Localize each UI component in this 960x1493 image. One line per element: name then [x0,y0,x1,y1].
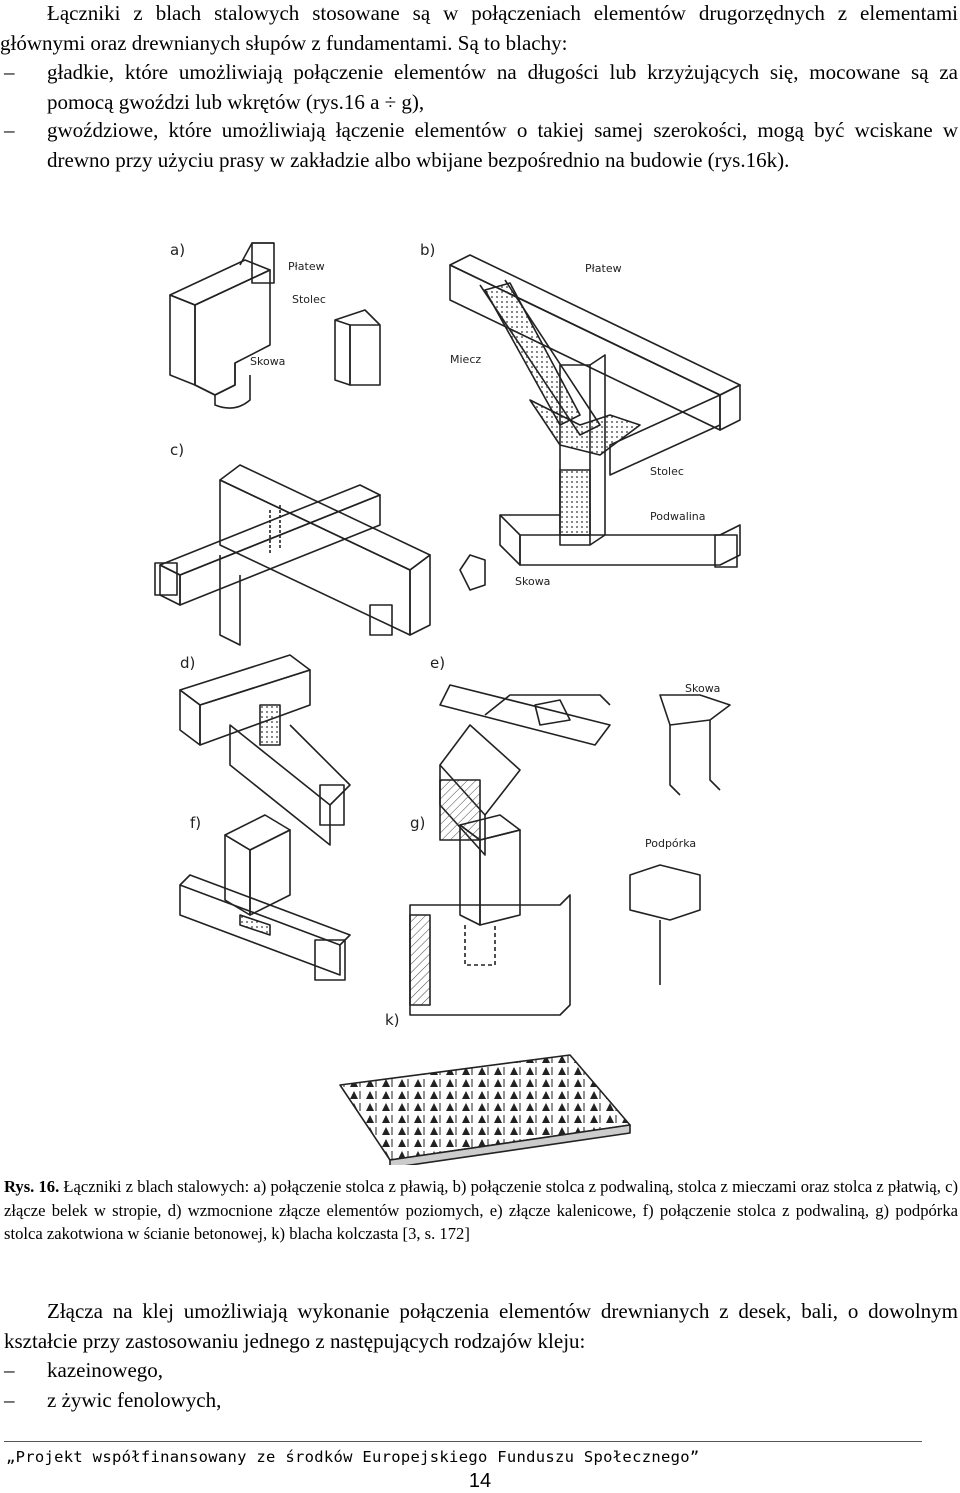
drawing-f [179,814,351,981]
list-dash: – [4,60,15,84]
glue-paragraph: Złącza na klej umożliwiają wykonanie poł… [4,1299,958,1353]
list-item-text: gładkie, które umożliwiają połączenie el… [47,60,958,114]
drawing-c [154,464,431,646]
label-b-skowa: Skowa [515,575,550,588]
label-b-podwalina: Podwalina [650,510,706,523]
fig-letter-b: b) [420,241,435,259]
page-number: 14 [468,1470,492,1492]
label-e-skowa: Skowa [685,682,720,695]
label-a-stolec: Stolec [292,293,326,306]
intro-paragraph: Łączniki z blach stalowych stosowane są … [0,1,958,55]
list-item-nail-plates: – gwoździowe, które umożliwiają łączenie… [0,116,958,175]
label-b-platew: Płatew [585,262,622,275]
fig-letter-k: k) [385,1011,400,1029]
caption-label: Rys. 16. [4,1177,60,1196]
drawing-b [449,254,741,591]
fig-letter-d: d) [180,654,195,672]
list-item-smooth-plates: – gładkie, które umożliwiają połączenie … [0,58,958,117]
footer-divider [4,1441,922,1442]
list-dash: – [4,1388,15,1412]
list-item-phenolic: – z żywic fenolowych, [0,1386,958,1416]
label-g-podporka: Podpórka [645,837,696,850]
list-item-casein: – kazeinowego, [0,1356,958,1386]
label-a-skowa: Skowa [250,355,285,368]
list-item-text: kazeinowego, [47,1358,164,1382]
footer-text: „Projekt współfinansowany ze środków Eur… [6,1448,700,1466]
list-item-text: gwoździowe, które umożliwiają łączenie e… [47,118,958,172]
figure-steel-connectors: a) b) c) d) e) f) g) k) Płatew Stolec Sk… [140,225,830,1169]
drawing-e [439,684,731,856]
figure-caption: Rys. 16. Łączniki z blach stalowych: a) … [4,1175,958,1246]
fig-letter-g: g) [410,814,425,832]
drawing-a [169,242,381,409]
fig-letter-f: f) [190,814,201,832]
drawing-g [409,814,701,1016]
drawing-k [339,1054,631,1169]
figure-drawing: a) b) c) d) e) f) g) k) Płatew Stolec Sk… [154,241,741,1169]
list-dash: – [4,118,15,142]
fig-letter-a: a) [170,241,185,259]
list-item-text: z żywic fenolowych, [47,1388,222,1412]
caption-text: Łączniki z blach stalowych: a) połączeni… [4,1177,958,1243]
fig-letter-c: c) [170,441,184,459]
fig-letter-e: e) [430,654,445,672]
list-dash: – [4,1358,15,1382]
label-b-stolec: Stolec [650,465,684,478]
label-a-platew: Płatew [288,260,325,273]
drawing-d [179,654,351,846]
label-b-miecz: Miecz [450,353,481,366]
